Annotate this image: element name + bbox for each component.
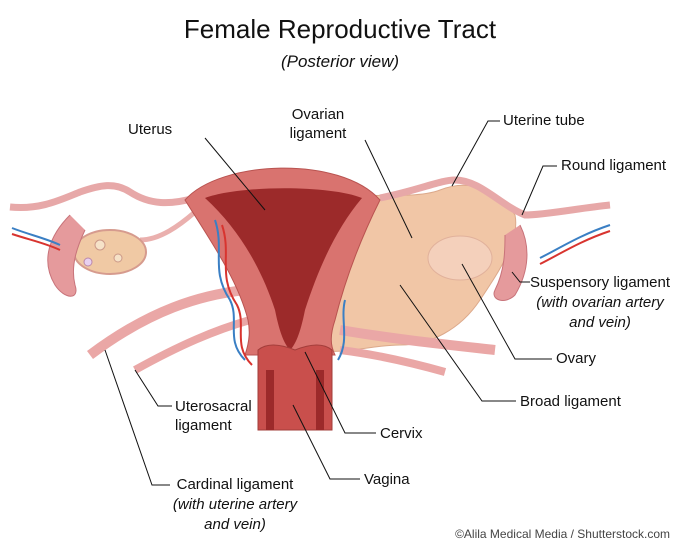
- label-uterus: Uterus: [128, 121, 173, 138]
- label-round-ligament: Round ligament: [561, 157, 667, 174]
- right-uterosacral-cord: [339, 346, 447, 376]
- label-ovarian-ligament-2: ligament: [289, 125, 347, 142]
- label-suspensory-note-1: (with ovarian artery: [536, 294, 664, 311]
- diagram-subtitle: (Posterior view): [280, 52, 400, 71]
- label-suspensory-note-2: and vein): [569, 314, 631, 331]
- label-broad-ligament: Broad ligament: [520, 393, 621, 410]
- left-ovary: [73, 229, 147, 275]
- right-uterine-tube: [379, 176, 611, 219]
- label-uterosacral-2: ligament: [175, 417, 232, 434]
- leader-lines: [104, 120, 557, 486]
- cardinal-ligament-cord: [87, 285, 246, 360]
- label-vagina: Vagina: [364, 471, 410, 488]
- label-cardinal-note-2: and vein): [204, 516, 266, 533]
- credit-watermark: ©Alila Medical Media / Shutterstock.com: [455, 527, 670, 541]
- label-cardinal-note-1: (with uterine artery: [172, 496, 298, 513]
- ovary-shape: [427, 235, 493, 281]
- label-ovarian-ligament-1: Ovarian: [291, 106, 345, 123]
- label-cervix: Cervix: [380, 425, 423, 442]
- left-fimbriae: [47, 214, 86, 297]
- diagram-title: Female Reproductive Tract: [183, 14, 497, 44]
- vagina-shape: [257, 344, 333, 431]
- right-fimbriae: [493, 224, 528, 301]
- uterosacral-ligament-cord: [133, 316, 252, 374]
- left-ovarian-ligament: [139, 210, 197, 243]
- label-uterine-tube: Uterine tube: [503, 112, 585, 129]
- left-uterine-tube: [9, 182, 196, 212]
- label-uterosacral-1: Uterosacral: [175, 398, 252, 415]
- label-suspensory-ligament: Suspensory ligament: [529, 274, 671, 291]
- label-ovary: Ovary: [556, 350, 597, 367]
- uterine-cavity: [205, 188, 362, 350]
- right-cardinal-cord: [339, 325, 496, 355]
- label-cardinal-ligament: Cardinal ligament: [176, 476, 294, 493]
